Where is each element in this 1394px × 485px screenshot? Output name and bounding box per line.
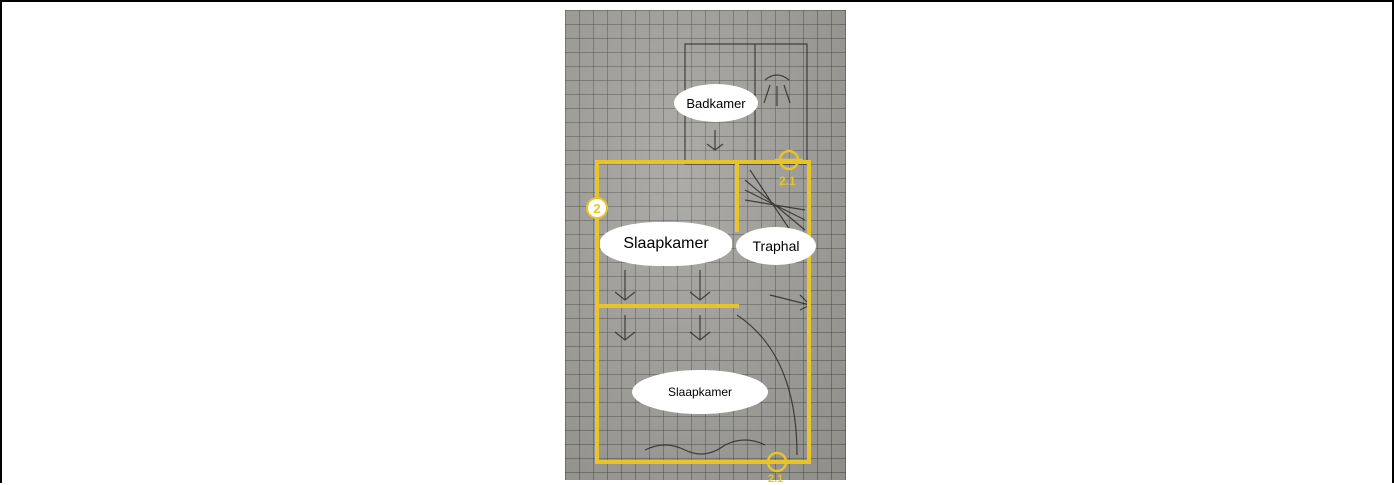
room-label-slaapkamer-1[interactable]: Slaapkamer — [632, 370, 768, 414]
marker-top[interactable] — [775, 149, 803, 171]
sketch-fixture-c1 — [614, 315, 636, 341]
sketch-fixture-c5 — [689, 270, 711, 301]
marker-top-label: 2.1 — [779, 174, 796, 188]
room-label-badkamer[interactable]: Badkamer — [674, 84, 758, 122]
sketch-fixture-c4 — [614, 270, 636, 301]
sketch-fixture-b1 — [706, 130, 724, 151]
outline-floor — [595, 160, 811, 464]
sketch-shower-head — [764, 74, 790, 81]
room-label-slaapkamer-2[interactable]: Slaapkamer — [600, 222, 732, 266]
sketch-fixture-c2 — [689, 315, 711, 341]
marker-bottom[interactable] — [763, 451, 791, 473]
room-outlines — [595, 160, 811, 464]
sketch-stairs — [744, 169, 806, 231]
marker-bottom-label: 2.1 — [768, 473, 784, 485]
sketch-shower-spray — [763, 84, 791, 106]
sketch-fixture-c3 — [769, 294, 812, 311]
sketch-handwriting — [644, 439, 766, 455]
room-label-traphal[interactable]: Traphal — [736, 227, 816, 265]
sketch-door-swing — [736, 314, 798, 456]
zone-badge-2[interactable]: 2 — [586, 197, 608, 219]
